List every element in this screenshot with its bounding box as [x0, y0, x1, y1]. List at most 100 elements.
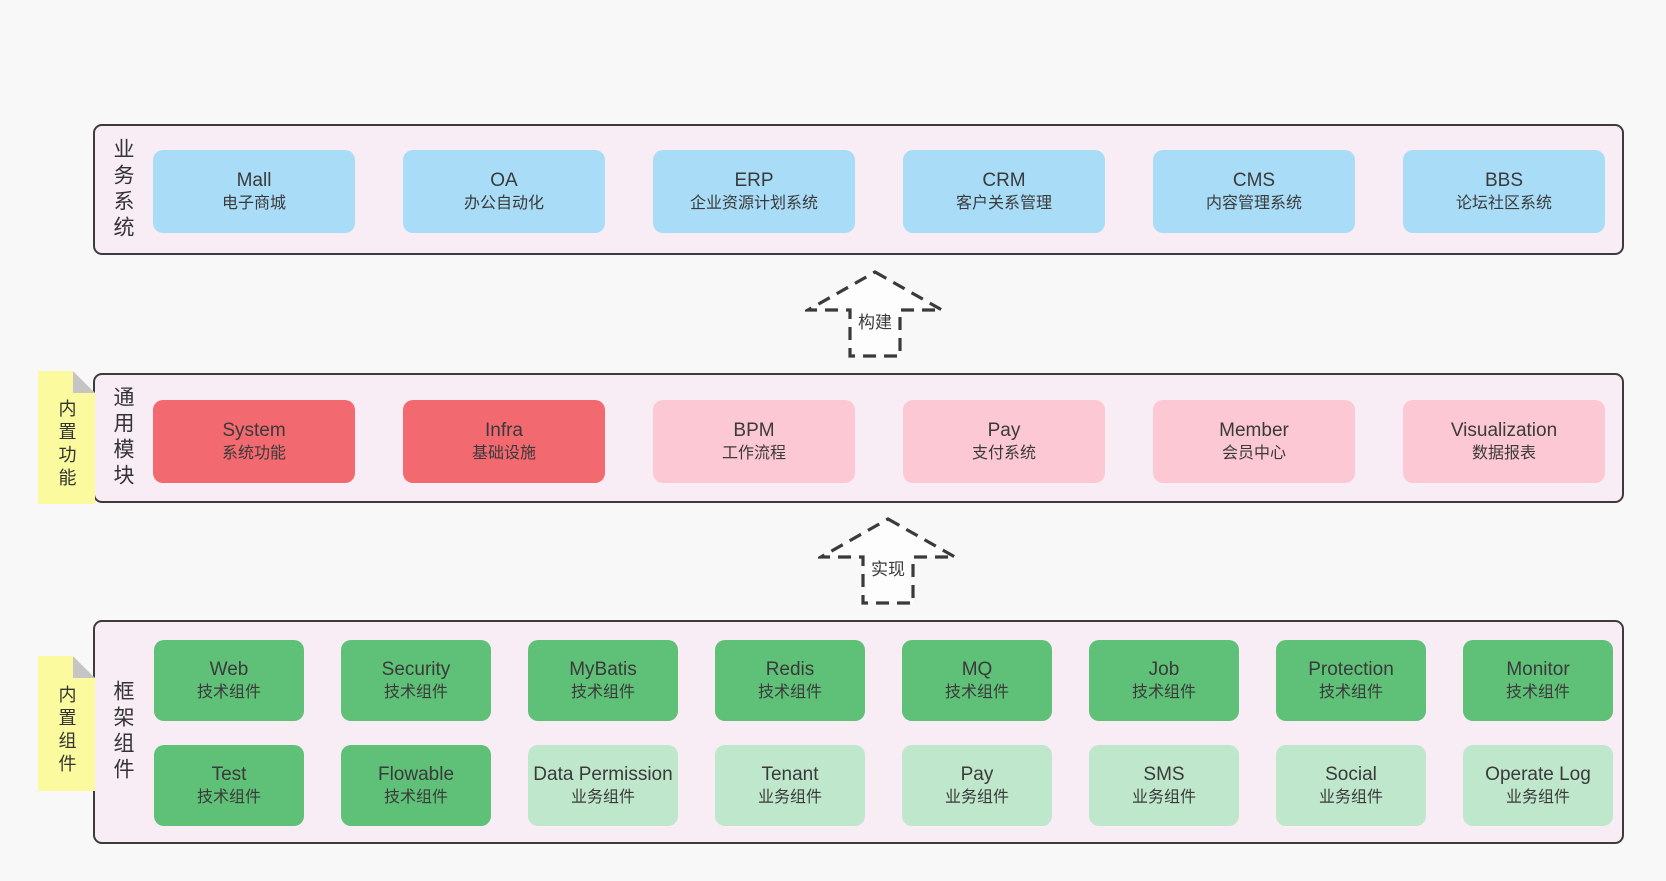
box-cms: CMS 内容管理系统	[1153, 150, 1355, 233]
box-title: SMS	[1143, 764, 1185, 786]
business-systems-row: Mall 电子商城 OA 办公自动化 ERP 企业资源计划系统 CRM 客户关系管理 CMS 内容…	[153, 150, 1605, 233]
sticky-note-text: 内置组件	[56, 684, 77, 777]
box-title: Test	[211, 764, 247, 786]
box-title: Protection	[1308, 659, 1394, 681]
box-social: Social 业务组件	[1276, 745, 1426, 826]
box-subtitle: 会员中心	[1221, 445, 1286, 463]
arrow-build: 构建	[805, 269, 945, 359]
sticky-note-built-in-components: 内置组件	[38, 656, 95, 791]
box-tenant: Tenant 业务组件	[715, 745, 865, 826]
box-subtitle: 业务组件	[757, 789, 822, 807]
box-subtitle: 技术组件	[1131, 684, 1196, 702]
box-subtitle: 技术组件	[570, 684, 635, 702]
box-subtitle: 客户关系管理	[955, 195, 1052, 213]
box-subtitle: 业务组件	[1131, 789, 1196, 807]
box-title: Pay	[987, 420, 1021, 442]
box-bpm: BPM 工作流程	[653, 400, 855, 483]
box-subtitle: 技术组件	[383, 789, 448, 807]
box-oa: OA 办公自动化	[403, 150, 605, 233]
box-title: Job	[1148, 659, 1180, 681]
arrow-build-label: 构建	[855, 307, 895, 334]
box-mybatis: MyBatis 技术组件	[528, 640, 678, 721]
band-framework-components-label: 框架组件	[111, 680, 134, 784]
box-protection: Protection 技术组件	[1276, 640, 1426, 721]
box-system: System 系统功能	[153, 400, 355, 483]
box-title: Web	[209, 659, 249, 681]
folded-corner-icon	[73, 371, 95, 393]
box-title: MQ	[961, 659, 993, 681]
folded-corner-icon	[73, 656, 95, 678]
box-title: ERP	[734, 170, 774, 192]
sticky-note-built-in-features: 内置功能	[38, 371, 95, 504]
box-sms: SMS 业务组件	[1089, 745, 1239, 826]
box-title: BPM	[733, 420, 775, 442]
box-subtitle: 技术组件	[196, 789, 261, 807]
box-title: System	[222, 420, 286, 442]
sticky-note-text: 内置功能	[56, 398, 77, 491]
box-web: Web 技术组件	[154, 640, 304, 721]
box-subtitle: 技术组件	[757, 684, 822, 702]
arrow-implement-label: 实现	[868, 554, 908, 581]
box-subtitle: 业务组件	[944, 789, 1009, 807]
box-subtitle: 工作流程	[721, 445, 786, 463]
box-member: Member 会员中心	[1153, 400, 1355, 483]
box-subtitle: 论坛社区系统	[1455, 195, 1552, 213]
band-business-systems: 业务系统 Mall 电子商城 OA 办公自动化 ERP 企业资源计划系统 CRM 客户关系管理…	[93, 124, 1624, 255]
box-mall: Mall 电子商城	[153, 150, 355, 233]
box-bbs: BBS 论坛社区系统	[1403, 150, 1605, 233]
box-infra: Infra 基础设施	[403, 400, 605, 483]
box-subtitle: 业务组件	[1318, 789, 1383, 807]
box-title: Security	[381, 659, 451, 681]
box-subtitle: 技术组件	[1318, 684, 1383, 702]
box-subtitle: 企业资源计划系统	[689, 195, 818, 213]
box-test: Test 技术组件	[154, 745, 304, 826]
box-security: Security 技术组件	[341, 640, 491, 721]
box-title: Infra	[484, 420, 524, 442]
box-subtitle: 技术组件	[1505, 684, 1570, 702]
box-pay: Pay 支付系统	[903, 400, 1105, 483]
box-title: Social	[1325, 764, 1377, 786]
box-title: Monitor	[1506, 659, 1570, 681]
box-data-permission: Data Permission 业务组件	[528, 745, 678, 826]
box-redis: Redis 技术组件	[715, 640, 865, 721]
box-title: BBS	[1484, 170, 1524, 192]
box-title: Redis	[765, 659, 815, 681]
box-title: Member	[1219, 420, 1289, 442]
box-title: Mall	[236, 170, 272, 192]
band-common-modules-label: 通用模块	[111, 386, 134, 490]
box-title: Tenant	[761, 764, 819, 786]
box-title: MyBatis	[569, 659, 637, 681]
box-subtitle: 基础设施	[471, 445, 536, 463]
box-subtitle: 业务组件	[570, 789, 635, 807]
band-business-systems-label: 业务系统	[111, 137, 134, 242]
box-subtitle: 业务组件	[1505, 789, 1570, 807]
box-title: OA	[490, 170, 518, 192]
box-job: Job 技术组件	[1089, 640, 1239, 721]
box-subtitle: 系统功能	[221, 445, 286, 463]
arrow-implement: 实现	[818, 516, 958, 606]
box-flowable: Flowable 技术组件	[341, 745, 491, 826]
box-subtitle: 技术组件	[944, 684, 1009, 702]
box-crm: CRM 客户关系管理	[903, 150, 1105, 233]
box-title: CRM	[982, 170, 1026, 192]
box-title: Data Permission	[533, 764, 673, 786]
box-subtitle: 技术组件	[196, 684, 261, 702]
box-subtitle: 支付系统	[971, 445, 1036, 463]
box-subtitle: 数据报表	[1471, 445, 1536, 463]
box-subtitle: 内容管理系统	[1205, 195, 1302, 213]
box-subtitle: 技术组件	[383, 684, 448, 702]
box-title: Pay	[960, 764, 994, 786]
box-title: Operate Log	[1485, 764, 1591, 786]
box-title: CMS	[1232, 170, 1276, 192]
box-title: Flowable	[377, 764, 455, 786]
box-monitor: Monitor 技术组件	[1463, 640, 1613, 721]
box-subtitle: 电子商城	[221, 195, 286, 213]
box-operate-log: Operate Log 业务组件	[1463, 745, 1613, 826]
box-pay: Pay 业务组件	[902, 745, 1052, 826]
box-erp: ERP 企业资源计划系统	[653, 150, 855, 233]
box-subtitle: 办公自动化	[463, 195, 544, 213]
